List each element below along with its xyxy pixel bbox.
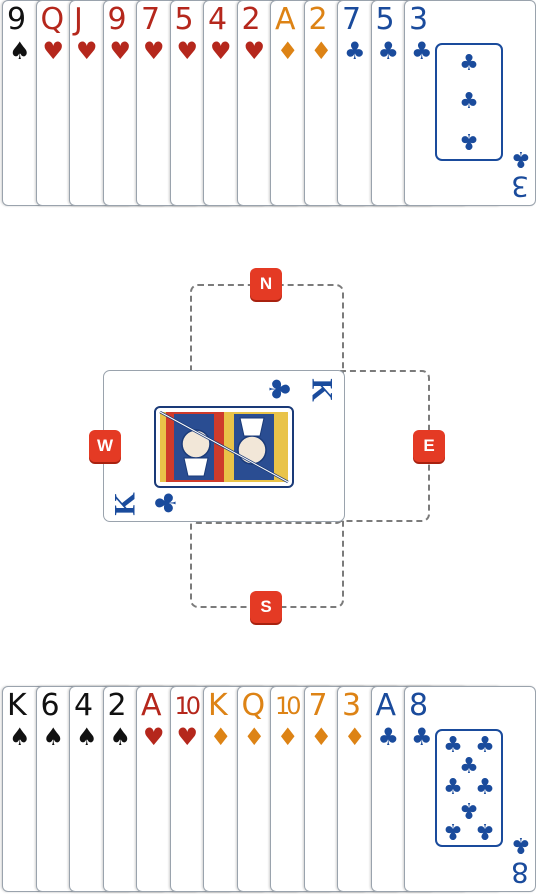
card-suit-icon: ♠ [76, 723, 98, 751]
seat-south-badge: S [250, 591, 282, 623]
card-rank: K [7, 688, 27, 723]
card-pip-icon: ♣ [443, 775, 463, 800]
card-rank: 2 [241, 2, 261, 37]
card-suit-icon-bottom: ♣ [511, 832, 531, 857]
card-pip-icon: ♣ [443, 818, 463, 844]
card-suit-icon: ♦ [243, 723, 266, 751]
card-rank-bottom: 3 [511, 170, 529, 203]
card-pip-icon: ♣ [459, 51, 479, 77]
card-suit-icon: ♥ [42, 37, 65, 65]
king-figure-icon [154, 406, 294, 488]
card-rank: 7 [308, 688, 328, 723]
played-card-west: K ♣ K ♣ [103, 370, 345, 522]
card-rank: Q [241, 688, 266, 723]
north-hand: 9♠Q♥J♥9♥7♥5♥4♥2♥A♦2♦7♣5♣3♣♣♣♣♣3 [0, 0, 536, 210]
card-rank: A [275, 2, 295, 37]
card-suit-icon: ♥ [109, 37, 132, 65]
card-rank: 2 [308, 2, 328, 37]
card-rank: 7 [342, 2, 361, 37]
card-suit-icon: ♥ [210, 37, 232, 65]
card-suit-icon: ♠ [9, 723, 31, 751]
card-rank: 10 [174, 692, 201, 720]
card-suit-icon: ♠ [9, 37, 31, 65]
card-pip-icon: ♣ [475, 818, 495, 844]
card-rank: 3 [409, 2, 428, 37]
card-rank: 2 [107, 688, 127, 723]
card-suit-icon: ♥ [176, 723, 199, 751]
hand-card: 3♣♣♣♣♣3 [404, 0, 536, 206]
card-pip-icon: ♣ [459, 796, 479, 822]
card-rank: 5 [174, 2, 194, 37]
card-rank: Q [40, 2, 65, 37]
card-rank: A [375, 688, 396, 723]
card-rank-bottom: 8 [511, 856, 529, 889]
card-pip-icon: ♣ [443, 732, 463, 758]
card-suit-icon: ♦ [310, 723, 333, 751]
card-suit-icon: ♣ [377, 37, 400, 65]
played-card-rank-top: K [305, 378, 339, 402]
card-suit-icon: ♣ [377, 723, 400, 751]
card-rank: 7 [141, 2, 160, 37]
card-rank: 10 [275, 692, 301, 720]
card-pip-icon: ♣ [459, 127, 479, 153]
card-pip-icon: ♣ [459, 89, 479, 114]
card-suit-icon: ♥ [143, 723, 165, 751]
played-card-suit-bottom: ♣ [149, 490, 183, 516]
card-rank: 4 [208, 2, 227, 37]
card-pip-icon: ♣ [475, 732, 495, 758]
card-suit-icon: ♥ [176, 37, 199, 65]
played-card-rank-bottom: K [108, 492, 142, 516]
card-suit-icon: ♣ [344, 37, 366, 65]
card-suit-icon-bottom: ♣ [511, 146, 531, 171]
card-suit-icon: ♦ [277, 723, 299, 751]
card-rank: 4 [74, 688, 93, 723]
card-rank: 9 [7, 2, 26, 37]
card-suit-icon: ♦ [210, 723, 232, 751]
card-suit-icon: ♣ [411, 723, 433, 751]
card-suit-icon: ♠ [42, 723, 65, 751]
card-rank: K [208, 688, 228, 723]
card-suit-icon: ♥ [143, 37, 165, 65]
card-pip-icon: ♣ [475, 775, 495, 800]
card-suit-icon: ♠ [109, 723, 132, 751]
card-rank: 3 [342, 688, 361, 723]
south-hand: K♠6♠4♠2♠A♥10♥K♦Q♦10♦7♦3♦A♣8♣♣♣♣♣♣♣♣♣♣8 [0, 686, 536, 896]
card-rank: J [74, 2, 83, 37]
card-suit-icon: ♦ [310, 37, 333, 65]
card-suit-icon: ♦ [344, 723, 366, 751]
hand-card[interactable]: 8♣♣♣♣♣♣♣♣♣♣8 [404, 686, 536, 892]
seat-north-badge: N [250, 268, 282, 300]
card-rank: A [141, 688, 161, 723]
seat-west-badge: W [89, 430, 121, 462]
card-suit-icon: ♥ [243, 37, 266, 65]
card-rank: 8 [409, 688, 428, 723]
played-card-suit-top: ♣ [262, 376, 296, 402]
card-face-frame: ♣ ♣ ♣ [435, 43, 503, 161]
card-rank: 6 [40, 688, 60, 723]
card-pip-icon: ♣ [459, 754, 479, 780]
seat-east-badge: E [413, 430, 445, 462]
card-suit-icon: ♣ [411, 37, 433, 65]
card-suit-icon: ♥ [76, 37, 98, 65]
card-rank: 5 [375, 2, 395, 37]
card-rank: 9 [107, 2, 127, 37]
card-face-frame: ♣♣♣♣♣♣♣♣ [435, 729, 503, 847]
card-suit-icon: ♦ [277, 37, 299, 65]
